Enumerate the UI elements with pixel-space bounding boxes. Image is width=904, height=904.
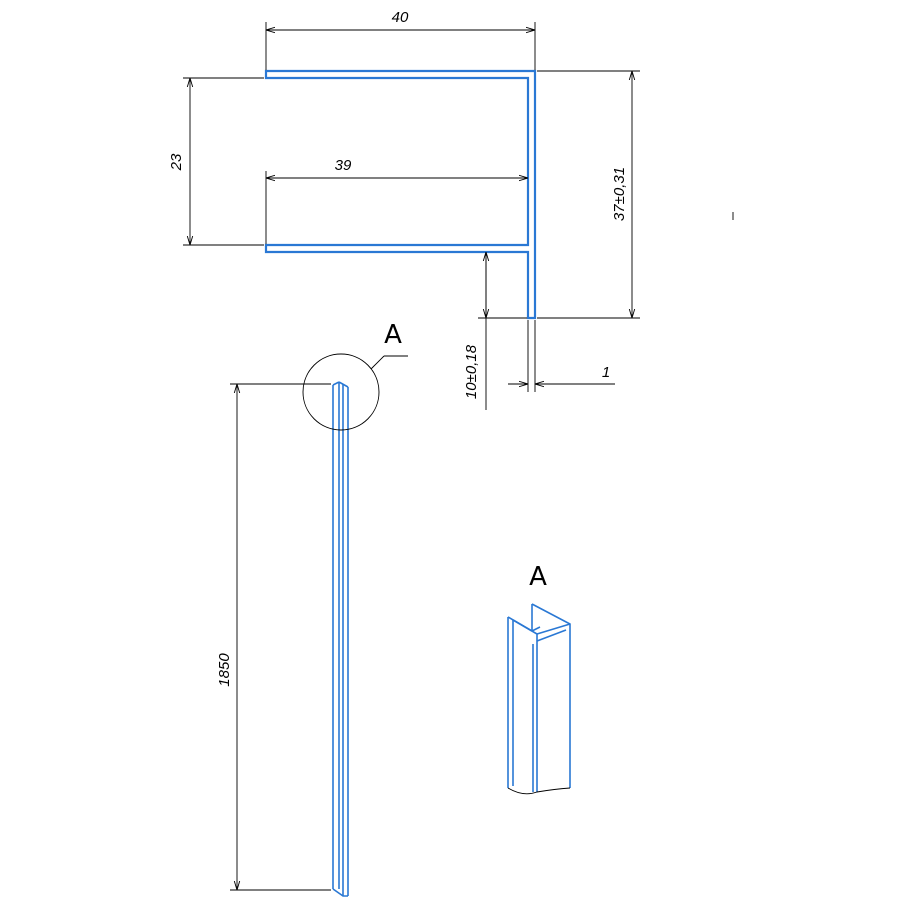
dimension-label-23: 23: [168, 153, 185, 171]
dimension-label-1850: 1850: [216, 653, 233, 687]
dimension-height-37: 37±0,31: [537, 70, 640, 319]
dimension-label-1: 1: [602, 364, 610, 381]
profile-cross-section: [264, 69, 537, 320]
dimension-length-1850: 1850: [216, 383, 331, 891]
dimension-label-40: 40: [392, 9, 409, 26]
profile-outline: [264, 69, 537, 320]
dimension-height-23: 23: [168, 77, 264, 246]
dimension-label-37: 37±0,31: [611, 167, 628, 221]
dimension-lip-10: 10±0,18: [463, 252, 527, 410]
detail-view-a: A: [507, 562, 571, 795]
detail-callout-a: A: [302, 320, 408, 431]
dimension-label-10: 10±0,18: [463, 344, 480, 399]
dimension-width-40: 40: [265, 9, 536, 70]
callout-letter: A: [384, 320, 402, 350]
detail-view-title: A: [529, 562, 547, 592]
dimension-width-39: 39: [265, 157, 528, 244]
dimension-label-39: 39: [335, 157, 352, 174]
dimension-thickness-1: 1: [508, 320, 615, 392]
profile-side-view: [332, 381, 349, 897]
